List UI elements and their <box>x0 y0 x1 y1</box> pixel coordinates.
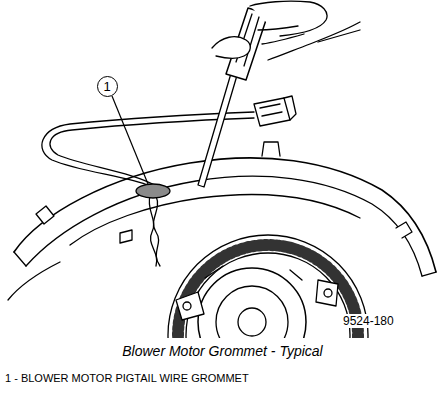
leader-line <box>112 96 148 184</box>
blower-motor <box>176 266 338 338</box>
hand <box>212 1 360 60</box>
callout-number: 1 <box>103 79 110 94</box>
figure-number: 9524-180 <box>343 314 394 328</box>
wire-grommet <box>136 184 170 198</box>
pigtail-wire <box>42 112 254 266</box>
callout-circle: 1 <box>97 76 118 97</box>
blower-wheel <box>168 235 368 338</box>
wire-connector <box>254 96 296 126</box>
figure-caption: Blower Motor Grommet - Typical <box>122 343 322 359</box>
screwdriver <box>198 8 268 187</box>
legend-text: 1 - BLOWER MOTOR PIGTAIL WIRE GROMMET <box>5 372 249 384</box>
